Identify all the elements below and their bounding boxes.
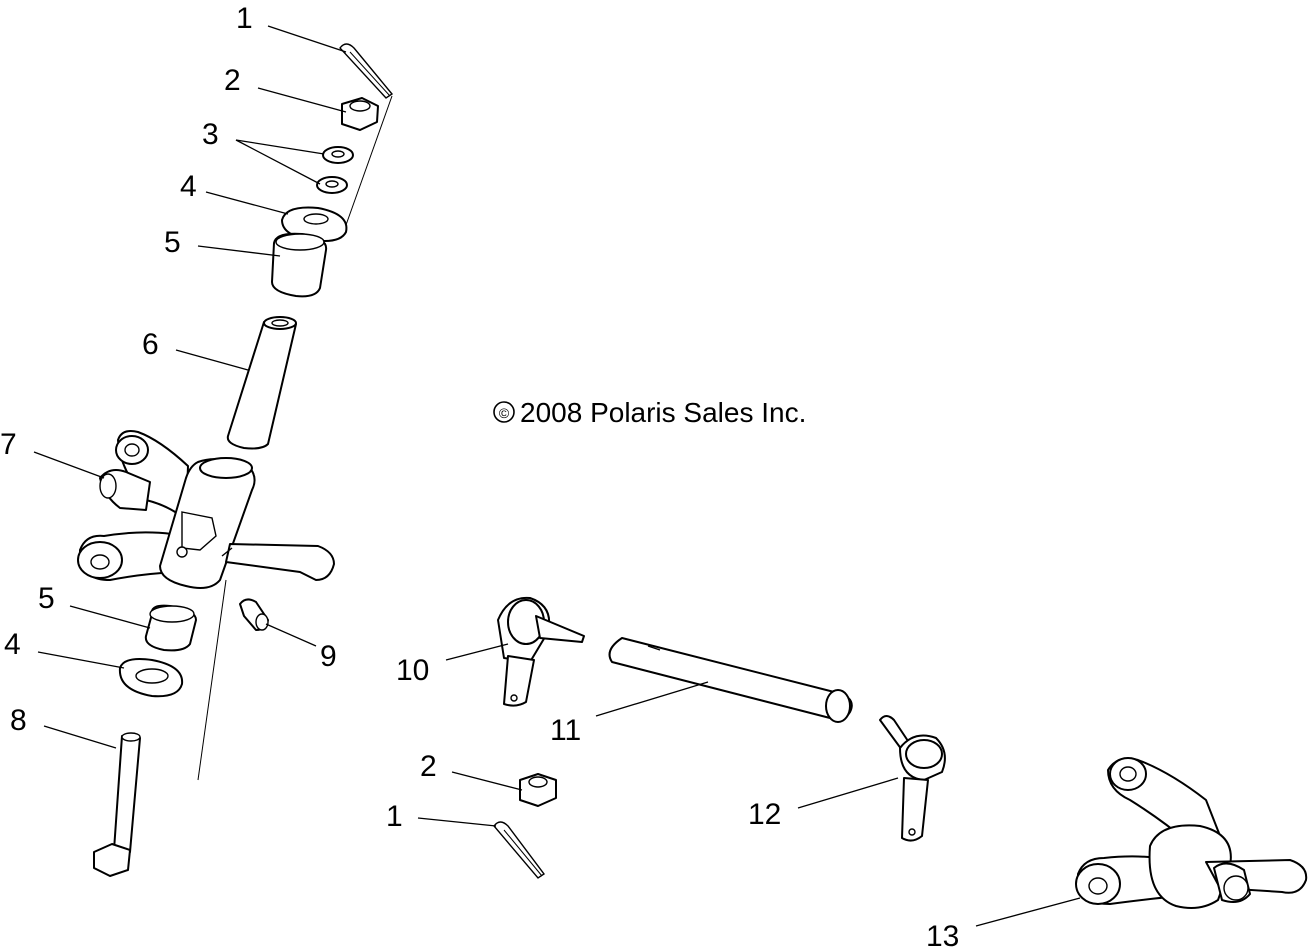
hex-nut-bottom	[519, 773, 557, 807]
callout-10: 10	[396, 654, 429, 687]
assembly-axis	[197, 95, 393, 781]
tie-rod-tube	[608, 637, 853, 723]
seal-bottom	[118, 658, 184, 698]
callout-1-bottom: 1	[386, 800, 403, 833]
callout-5-top: 5	[164, 226, 181, 259]
callout-11: 11	[550, 714, 581, 747]
copyright-symbol: ©	[499, 405, 510, 421]
callout-2-bottom: 2	[420, 750, 437, 783]
copyright-icon	[493, 401, 515, 423]
callout-3: 3	[202, 118, 219, 151]
callout-2-top: 2	[224, 64, 241, 97]
bushing-bottom	[144, 604, 197, 652]
steering-knuckle-left	[77, 430, 335, 589]
callout-7: 7	[0, 428, 17, 461]
leader-lines	[33, 25, 1081, 927]
cotter-pin-bottom	[493, 821, 546, 879]
copyright-notice: © 2008 Polaris Sales Inc.	[493, 397, 806, 428]
callout-1-top: 1	[236, 2, 253, 35]
flange-bolt	[93, 732, 141, 877]
washers	[316, 146, 354, 194]
tie-rod-end-right	[879, 715, 946, 842]
spindle-sleeve	[226, 316, 297, 450]
callout-4-top: 4	[180, 170, 197, 203]
callout-12: 12	[748, 798, 781, 831]
callout-9: 9	[320, 640, 337, 673]
grease-fitting	[239, 598, 269, 631]
callout-6: 6	[142, 328, 159, 361]
callout-13: 13	[926, 920, 959, 951]
copyright-text: 2008 Polaris Sales Inc.	[520, 397, 806, 428]
callout-4-bottom: 4	[4, 628, 21, 661]
callout-8: 8	[10, 704, 27, 737]
callout-labels: 1 2 3 4 5 6 7 5 4 8 9 10 11 2 1 12 13	[0, 2, 959, 951]
hex-nut-top	[341, 97, 379, 131]
cotter-pin-top	[339, 43, 394, 99]
bushing-top	[271, 232, 328, 298]
callout-5-bottom: 5	[38, 582, 55, 615]
tie-rod-end-left	[497, 596, 585, 707]
steering-knuckle-right	[1075, 757, 1308, 909]
